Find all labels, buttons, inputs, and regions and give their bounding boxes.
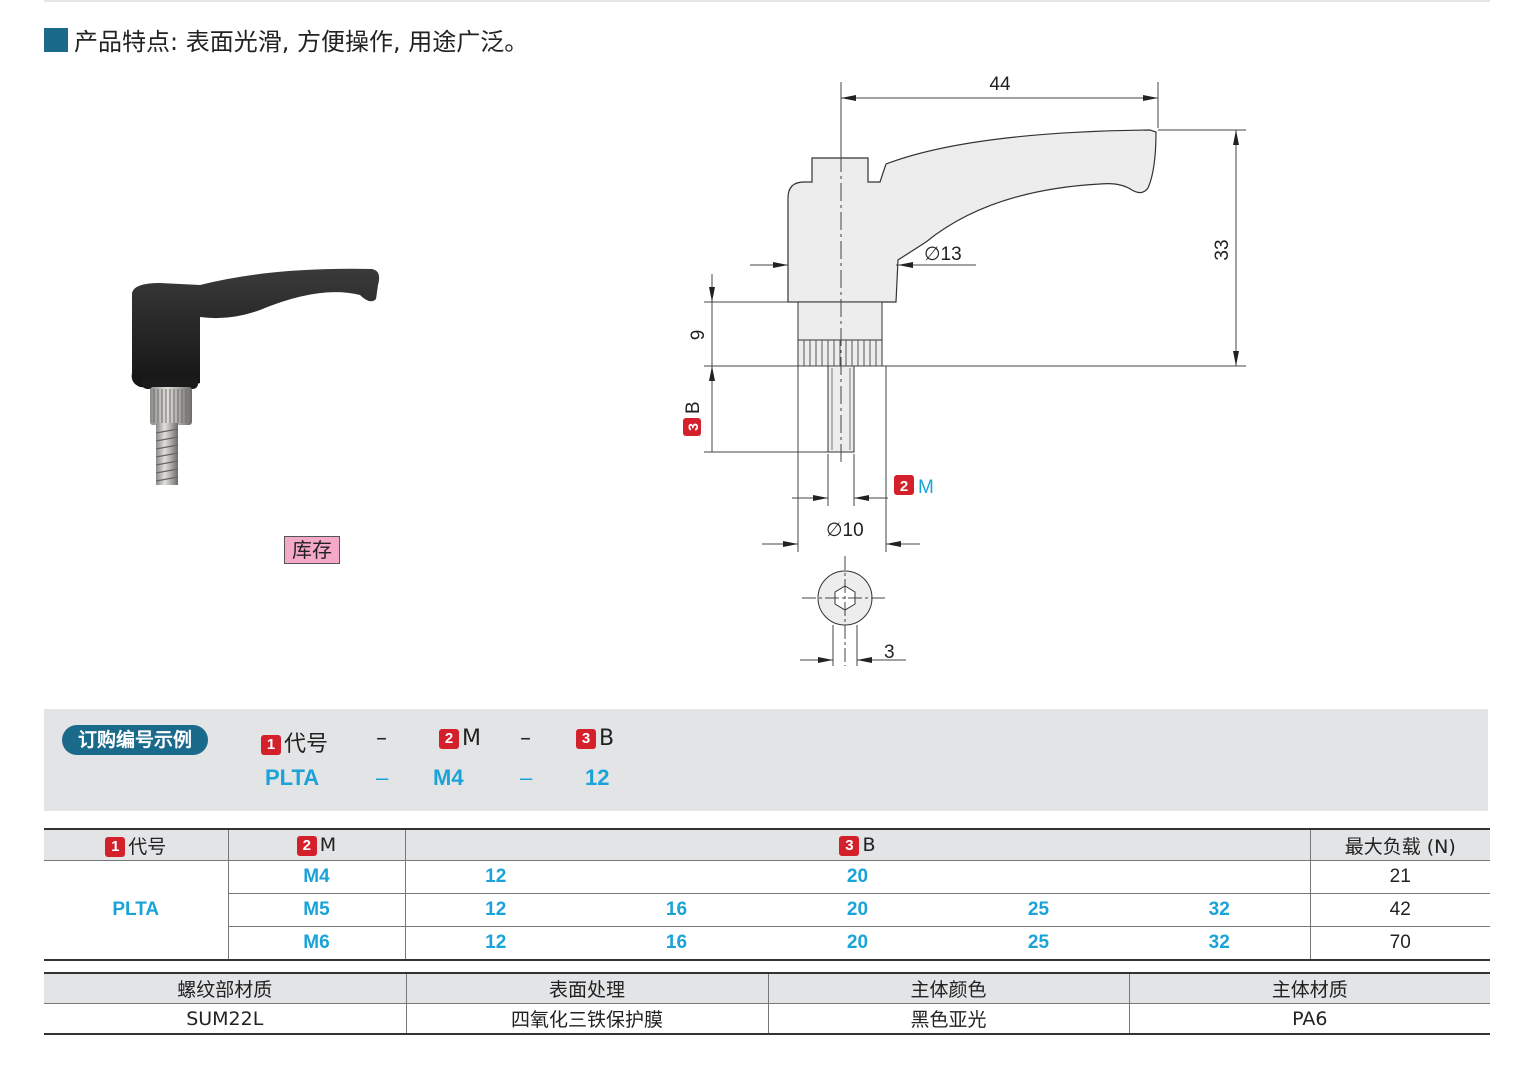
table-row: PLTA M4 12 20 21 xyxy=(44,860,1490,961)
material-table: 螺纹部材质 表面处理 主体颜色 主体材质 SUM22L 四氧化三铁保护膜 黑色亚… xyxy=(44,972,1490,1035)
order-example-pill: 订购编号示例 xyxy=(62,725,208,755)
dim-d10-label: ∅10 xyxy=(826,520,864,541)
table-row: SUM22L 四氧化三铁保护膜 黑色亚光 PA6 xyxy=(44,1003,1490,1035)
spec-b-cell xyxy=(1129,860,1310,894)
spec-b-cell: 32 xyxy=(1129,926,1310,961)
spec-header-m-label: M xyxy=(319,834,337,856)
badge-3: 3 xyxy=(576,729,596,749)
top-rule xyxy=(44,0,1490,2)
material-header-surface: 表面处理 xyxy=(405,972,768,1004)
order-value-sep-2: – xyxy=(520,765,533,790)
material-value-thread: SUM22L xyxy=(44,1003,406,1035)
section-marker-icon xyxy=(44,27,68,52)
badge-1: 1 xyxy=(105,837,126,857)
dim-9-label: 9 xyxy=(688,330,709,341)
material-value-body: PA6 xyxy=(1128,1003,1490,1035)
spec-b-cell: 16 xyxy=(586,926,767,961)
spec-b-cell: 16 xyxy=(586,893,767,927)
dim-33-label: 33 xyxy=(1212,239,1233,260)
spec-m-cell: M6 xyxy=(227,926,405,961)
spec-b-cell: 12 xyxy=(404,860,586,894)
material-header-thread: 螺纹部材质 xyxy=(44,972,406,1004)
order-sep-2: – xyxy=(520,726,531,751)
badge-2: 2 xyxy=(296,835,317,856)
spec-b-cell xyxy=(948,860,1129,894)
dim-b-badge: 3 xyxy=(685,423,701,431)
material-value-color: 黑色亚光 xyxy=(767,1003,1129,1035)
spec-b-cell: 12 xyxy=(404,926,586,961)
table-row: M5 12 16 20 25 32 42 xyxy=(44,893,1490,927)
spec-b-cell: 12 xyxy=(404,893,586,927)
spec-b-cell: 20 xyxy=(767,926,948,961)
dim-d13-label: ∅13 xyxy=(924,244,962,265)
spec-code-cell: PLTA xyxy=(44,860,228,961)
spec-b-cell: 25 xyxy=(948,893,1129,927)
spec-b-cell: 20 xyxy=(767,860,948,894)
stock-badge: 库存 xyxy=(284,536,340,564)
technical-drawing: 44 33 ∅13 9 3 B 2 M ∅10 3 xyxy=(683,74,1246,666)
order-sep-1: – xyxy=(376,726,387,751)
table-row: M6 12 16 20 25 32 70 xyxy=(44,926,1490,961)
spec-load-cell: 70 xyxy=(1309,926,1490,961)
badge-2: 2 xyxy=(439,729,459,749)
order-value-m: M4 xyxy=(433,765,464,790)
badge-1: 1 xyxy=(261,735,281,755)
badge-3: 3 xyxy=(839,835,860,856)
spec-b-cell: 32 xyxy=(1129,893,1310,927)
dim-44-label: 44 xyxy=(989,74,1011,95)
dim-b-label: B xyxy=(683,401,704,414)
spec-b-cell xyxy=(586,860,767,894)
order-value-code: PLTA xyxy=(265,765,320,790)
spec-b-cell: 25 xyxy=(948,926,1129,961)
order-header-m-label: M xyxy=(462,726,481,751)
feature-text: 产品特点: 表面光滑, 方便操作, 用途广泛。 xyxy=(74,28,529,56)
dim-3-label: 3 xyxy=(884,642,895,663)
material-value-surface: 四氧化三铁保护膜 xyxy=(405,1003,768,1035)
order-value-b: 12 xyxy=(585,765,610,790)
spec-m-cell: M4 xyxy=(227,860,405,894)
material-header-color: 主体颜色 xyxy=(767,972,1129,1004)
dim-m-label: M xyxy=(918,477,934,498)
dim-m-badge: 2 xyxy=(900,478,908,495)
spec-load-cell: 42 xyxy=(1309,893,1490,927)
spec-header-load: 最大负载 (N) xyxy=(1309,828,1490,861)
feature-line: 产品特点: 表面光滑, 方便操作, 用途广泛。 xyxy=(44,22,528,57)
material-header-body: 主体材质 xyxy=(1128,972,1490,1004)
order-header-b-label: B xyxy=(599,726,615,751)
order-header-code-label: 代号 xyxy=(284,732,329,757)
spec-load-cell: 21 xyxy=(1309,860,1490,894)
spec-m-cell: M5 xyxy=(227,893,405,927)
order-value-sep-1: – xyxy=(376,765,389,790)
spec-b-cell: 20 xyxy=(767,893,948,927)
spec-header-b-label: B xyxy=(862,834,876,856)
spec-header-code-label: 代号 xyxy=(128,835,167,858)
material-header-row: 螺纹部材质 表面处理 主体颜色 主体材质 xyxy=(44,972,1490,1004)
product-photo xyxy=(131,268,380,485)
